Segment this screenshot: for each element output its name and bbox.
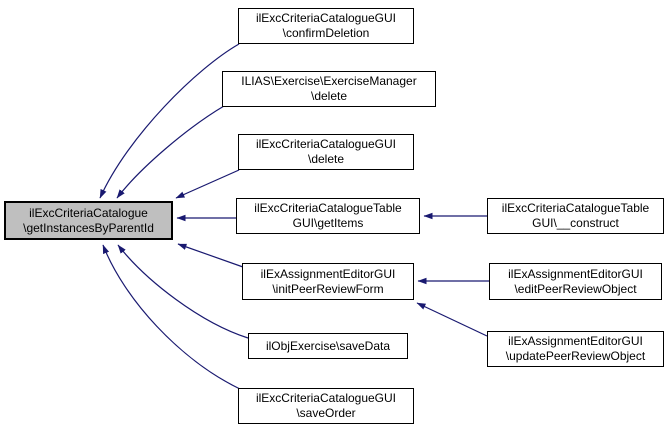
node-label: ilExAssignmentEditorGUI [508, 266, 643, 281]
node-label: ilExAssignmentEditorGUI [508, 334, 643, 348]
edge-gui-delete-to-center [175, 169, 240, 199]
node-gui-delete[interactable]: ilExcCriteriaCatalogueGUI \delete [238, 134, 414, 170]
node-label: \updatePeerReviewObject [505, 349, 646, 363]
node-label: \delete [310, 89, 348, 103]
node-label: GUI\getItems [292, 216, 364, 230]
node-get-items[interactable]: ilExcCriteriaCatalogueTable GUI\getItems [236, 198, 420, 234]
node-label: ILIAS\Exercise\ExerciseManager [241, 74, 417, 88]
node-label: \editPeerReviewObject [514, 281, 637, 296]
node-label: ilExAssignmentEditorGUI [260, 266, 396, 281]
node-save-order[interactable]: ilExcCriteriaCatalogueGUI \saveOrder [238, 388, 414, 424]
node-save-data[interactable]: ilObjExercise\saveData [248, 333, 408, 359]
node-update-peer-review-object[interactable]: ilExAssignmentEditorGUI \updatePeerRevie… [487, 331, 664, 367]
node-label: GUI\__construct [532, 216, 619, 230]
node-edit-peer-review-object[interactable]: ilExAssignmentEditorGUI \editPeerReviewO… [489, 263, 662, 300]
node-label: ilExcCriteriaCatalogueTable [501, 201, 650, 215]
edge-save-data-to-center [117, 244, 249, 339]
node-label: ilExcCriteriaCatalogueTable [254, 201, 402, 215]
node-label: \getInstancesByParentId [23, 220, 154, 235]
node-exercise-manager-delete[interactable]: ILIAS\Exercise\ExerciseManager \delete [222, 71, 436, 107]
node-label: ilExcCriteriaCatalogueGUI [255, 391, 397, 405]
edge-confirm-deletion-to-center [99, 43, 240, 199]
edge-save-order-to-center [102, 244, 241, 390]
edge-manager-delete-to-center [116, 105, 225, 199]
node-label: \saveOrder [296, 406, 356, 420]
node-init-peer-review-form[interactable]: ilExAssignmentEditorGUI \initPeerReviewF… [242, 263, 414, 300]
node-label: ilExcCriteriaCatalogueGUI [255, 137, 397, 151]
edge-update-peer-review-to-init [416, 302, 488, 337]
node-confirm-deletion[interactable]: ilExcCriteriaCatalogueGUI \confirmDeleti… [238, 8, 414, 44]
node-label: ilExcCriteriaCatalogueGUI [255, 11, 397, 25]
node-table-gui-construct[interactable]: ilExcCriteriaCatalogueTable GUI\__constr… [487, 198, 664, 234]
node-label: \delete [307, 152, 345, 166]
node-label: ilObjExercise\saveData [265, 338, 391, 353]
edge-init-peer-review-to-center [177, 243, 244, 268]
node-label: \confirmDeletion [282, 26, 370, 40]
node-label: ilExcCriteriaCatalogue [29, 205, 148, 220]
node-get-instances-by-parent-id: ilExcCriteriaCatalogue \getInstancesByPa… [4, 201, 173, 240]
node-label: \initPeerReviewForm [272, 281, 384, 296]
